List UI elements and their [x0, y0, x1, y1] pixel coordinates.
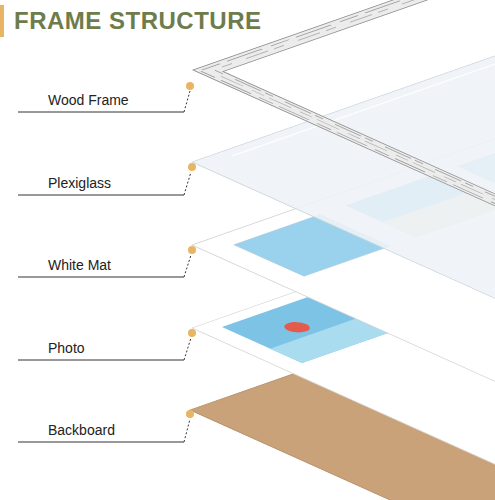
part-label: Plexiglass	[48, 175, 111, 191]
title: FRAME STRUCTURE	[14, 7, 262, 35]
leader-dots	[186, 82, 196, 418]
title-accent-bar	[0, 5, 4, 37]
part-label: White Mat	[48, 257, 111, 273]
part-label: Wood Frame	[48, 92, 129, 108]
part-label: Backboard	[48, 422, 115, 438]
leader-lines	[18, 91, 191, 442]
part-label: Photo	[48, 340, 85, 356]
